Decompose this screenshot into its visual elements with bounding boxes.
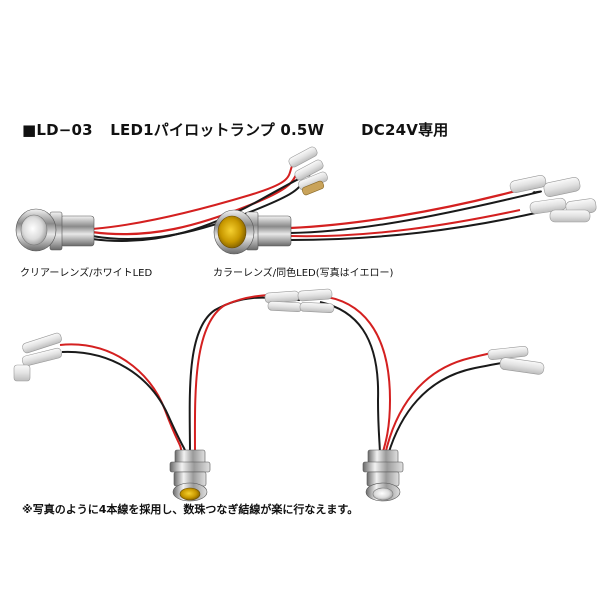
- model-number: ■LD−03: [22, 121, 93, 139]
- wire-black: [289, 211, 541, 241]
- wire-red: [319, 295, 392, 456]
- product-title: ■LD−03 LED1パイロットランプ 0.5W DC24V専用: [22, 119, 448, 140]
- wire-connectors: [509, 175, 597, 223]
- caption-clear-lens: クリアーレンズ/ホワイトLED: [20, 268, 153, 279]
- lamp-clear-top: [15, 146, 328, 252]
- wire-connectors: [13, 332, 63, 382]
- caption-color-lens: カラーレンズ/同色LED(写真はイエロー): [213, 268, 394, 279]
- lamp-clear-bottom: [362, 449, 404, 502]
- wire-red: [289, 209, 521, 238]
- lamp-yellow-top: [213, 175, 597, 255]
- wire-connectors: [487, 346, 545, 375]
- voltage-spec: DC24V専用: [361, 121, 449, 139]
- wire-red: [91, 169, 301, 236]
- wire-black: [289, 190, 542, 234]
- inline-connectors: [264, 288, 335, 313]
- wire-red: [59, 343, 183, 456]
- lamp-yellow-bottom: [169, 449, 211, 502]
- wire-red: [193, 294, 301, 456]
- wire-black: [387, 361, 511, 456]
- product-name: LED1パイロットランプ 0.5W: [110, 121, 325, 139]
- wire-connectors: [288, 146, 328, 196]
- wire-black: [61, 350, 187, 456]
- wire-black: [319, 301, 381, 456]
- wire-red: [91, 159, 296, 230]
- daisy-chain-assembly: [13, 288, 545, 502]
- wiring-note: ※写真のように4本線を採用し、数珠つなぎ結線が楽に行なえます。: [22, 503, 359, 516]
- wire-black: [188, 296, 301, 456]
